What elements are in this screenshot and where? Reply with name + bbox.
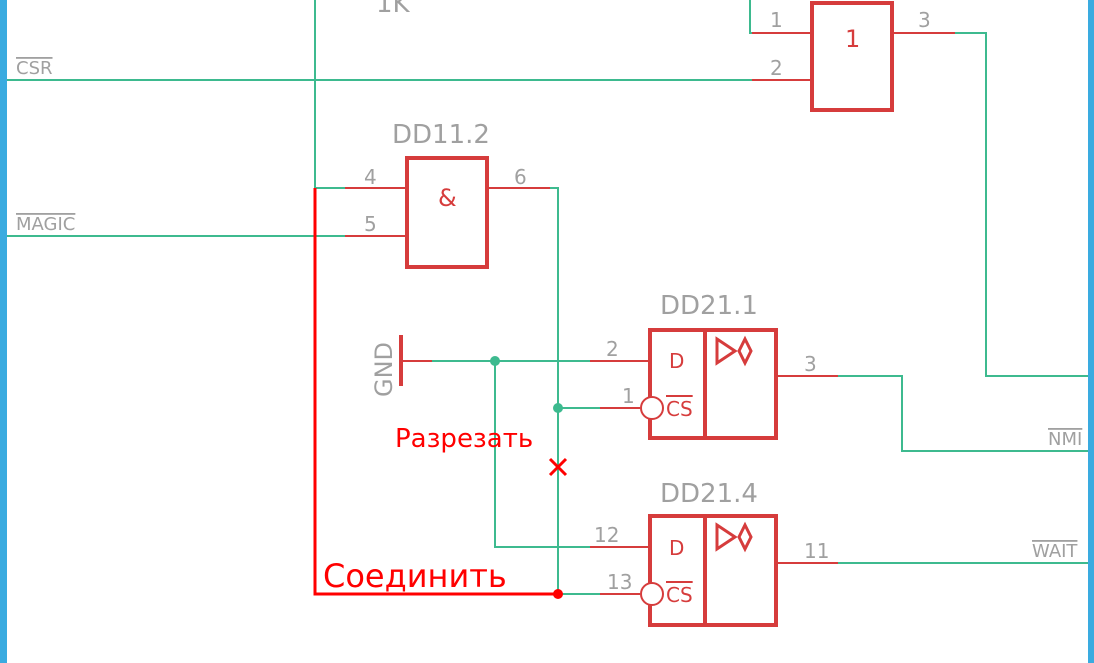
part-name: DD21.4 — [660, 479, 758, 509]
cut-annotation: Разрезать — [395, 424, 533, 454]
svg-text:6: 6 — [514, 165, 527, 189]
svg-text:CS: CS — [666, 397, 693, 421]
svg-text:D: D — [669, 536, 684, 560]
svg-text:11: 11 — [804, 539, 829, 563]
net-label-magic: MAGIC — [16, 214, 75, 235]
gate-top: 1 1 2 3 — [752, 1, 955, 112]
flipflop-dd21-4: DD21.4 D CS 12 13 11 — [590, 479, 838, 627]
part-name: DD11.2 — [392, 120, 490, 150]
connect-wire — [313, 188, 558, 596]
part-name: DD21.1 — [660, 291, 758, 321]
net-label-wait: WAIT — [1032, 541, 1078, 562]
wires — [7, 0, 1088, 595]
gnd-label: GND — [370, 342, 398, 397]
svg-text:5: 5 — [364, 212, 377, 236]
svg-text:12: 12 — [594, 523, 619, 547]
cut-mark-icon — [548, 457, 568, 477]
svg-text:4: 4 — [364, 165, 377, 189]
frame-right — [1088, 0, 1094, 663]
svg-text:3: 3 — [918, 8, 931, 32]
svg-text:1: 1 — [770, 8, 783, 32]
svg-text:1: 1 — [845, 25, 860, 53]
svg-text:D: D — [669, 349, 684, 373]
gate-dd11-2: DD11.2 & 4 5 6 — [345, 120, 550, 269]
svg-text:3: 3 — [804, 352, 817, 376]
svg-text:13: 13 — [607, 570, 632, 594]
flipflop-dd21-1: DD21.1 D CS 2 1 3 — [590, 291, 838, 440]
svg-text:2: 2 — [770, 56, 783, 80]
svg-text:&: & — [438, 184, 457, 212]
resistor-value: 1K — [376, 0, 411, 19]
net-label-nmi: NMI — [1048, 429, 1082, 450]
svg-text:1: 1 — [622, 384, 635, 408]
svg-text:2: 2 — [606, 337, 619, 361]
connect-junction — [553, 589, 563, 599]
svg-text:CS: CS — [666, 583, 693, 607]
frame-left — [0, 0, 7, 663]
connect-annotation: Соединить — [323, 557, 507, 595]
net-label-csr: CSR — [16, 58, 53, 79]
